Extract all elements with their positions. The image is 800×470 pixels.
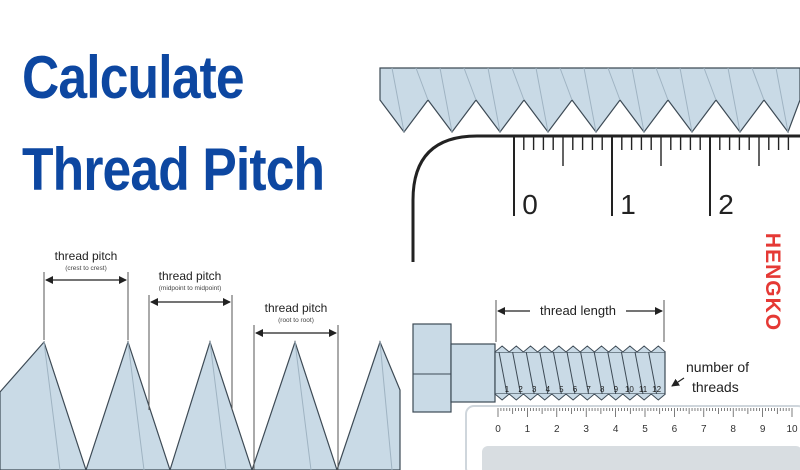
top-ruler-number-1: 1 bbox=[620, 189, 636, 220]
bottom-ruler: 0 1 2 3 4 5 6 7 8 9 10 bbox=[465, 405, 800, 470]
bottom-ruler-number-6: 6 bbox=[672, 424, 678, 435]
bolt-thread-crests-top bbox=[494, 345, 666, 353]
thread-count-1: 1 bbox=[505, 385, 510, 394]
top-ruler-number-2: 2 bbox=[718, 189, 734, 220]
pitch-dimension-root: thread pitch (root to root) bbox=[253, 301, 339, 470]
bolt-thread-line bbox=[498, 351, 508, 395]
hengko-logo: HENGKO bbox=[761, 232, 784, 332]
thread-count-8: 8 bbox=[600, 385, 605, 394]
bolt-thread-line bbox=[512, 351, 522, 395]
pitch-label-1: thread pitch bbox=[55, 249, 118, 263]
bottom-ruler-number-9: 9 bbox=[760, 424, 766, 435]
pitch-sub-3: (root to root) bbox=[278, 317, 314, 324]
bottom-ruler-number-8: 8 bbox=[730, 424, 736, 435]
bolt-thread-line bbox=[648, 351, 658, 395]
thread-count-12: 12 bbox=[652, 385, 661, 394]
bolt-shank bbox=[450, 343, 496, 403]
title-line-2: Thread Pitch bbox=[22, 136, 325, 203]
pitch-sub-1: (crest to crest) bbox=[65, 265, 107, 272]
bottom-ruler-number-7: 7 bbox=[701, 424, 707, 435]
thread-count-6: 6 bbox=[573, 385, 578, 394]
bottom-ruler-number-10: 10 bbox=[786, 424, 798, 435]
bottom-ruler-number-2: 2 bbox=[554, 424, 560, 435]
bolt-thread-line bbox=[566, 351, 576, 395]
top-ruler-number-0: 0 bbox=[522, 189, 538, 220]
bolt-thread-line bbox=[634, 351, 644, 395]
thread-count-10: 10 bbox=[625, 385, 634, 394]
bottom-ruler-number-1: 1 bbox=[525, 424, 531, 435]
title-line-1: Calculate bbox=[22, 44, 245, 111]
bolt-thread-line bbox=[593, 351, 603, 395]
thread-profile bbox=[0, 340, 401, 470]
top-ruler: 0 1 2 bbox=[411, 134, 800, 262]
bottom-ruler-number-0: 0 bbox=[495, 424, 501, 435]
pitch-dimension-midpoint: thread pitch (midpoint to midpoint) bbox=[148, 269, 233, 410]
bolt-thread-line bbox=[580, 351, 590, 395]
number-of-label: number of bbox=[686, 359, 749, 375]
thread-count-4: 4 bbox=[546, 385, 551, 394]
pitch-sub-2: (midpoint to midpoint) bbox=[159, 285, 222, 292]
pitch-label-2: thread pitch bbox=[159, 269, 222, 283]
bolt-thread-line bbox=[620, 351, 630, 395]
thread-length-label: thread length bbox=[540, 303, 616, 318]
thread-count-11: 11 bbox=[639, 385, 648, 394]
bottom-ruler-number-4: 4 bbox=[613, 424, 619, 435]
bottom-ruler-number-3: 3 bbox=[583, 424, 589, 435]
threads-label: threads bbox=[692, 379, 739, 395]
thread-count-7: 7 bbox=[586, 385, 591, 394]
pitch-dimension-crest: thread pitch (crest to crest) bbox=[43, 249, 129, 340]
bolt-thread-line bbox=[552, 351, 562, 395]
bolt-head bbox=[412, 323, 452, 413]
thread-count-5: 5 bbox=[559, 385, 564, 394]
bolt-thread-line bbox=[607, 351, 617, 395]
bolt-thread-line bbox=[539, 351, 549, 395]
bolt-thread-line bbox=[525, 351, 535, 395]
thread-count-2: 2 bbox=[518, 385, 523, 394]
bottom-ruler-number-5: 5 bbox=[642, 424, 648, 435]
bolt-thread-crests-bottom bbox=[494, 393, 666, 401]
thread-count-3: 3 bbox=[532, 385, 537, 394]
thread-closeup bbox=[379, 67, 800, 134]
thread-count-9: 9 bbox=[614, 385, 619, 394]
pitch-label-3: thread pitch bbox=[265, 301, 328, 315]
